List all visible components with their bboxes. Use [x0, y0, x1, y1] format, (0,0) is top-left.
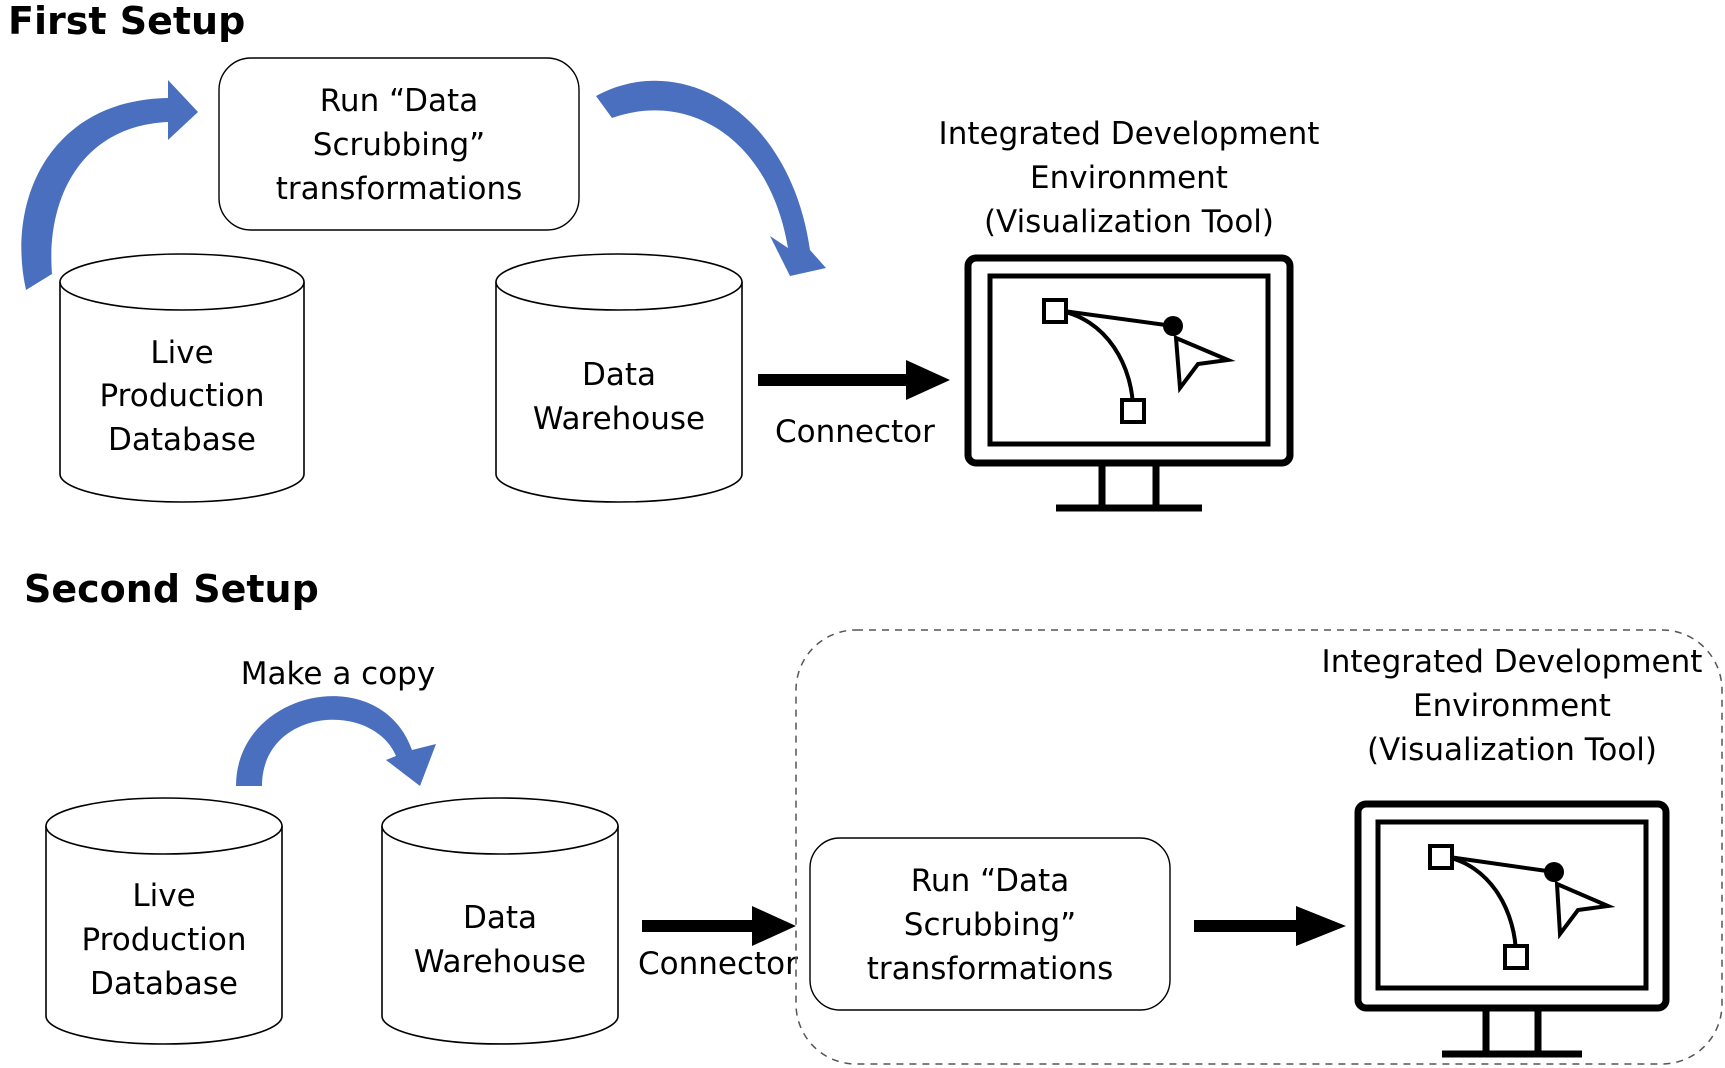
transform-box-line: Scrubbing”	[904, 907, 1076, 943]
source-db-label-line: Production	[100, 378, 265, 414]
first-setup-title: First Setup	[8, 0, 245, 43]
monitor-bezier-icon	[964, 254, 1294, 512]
second-setup-title: Second Setup	[24, 567, 319, 611]
first-setup: First Setup Run “Data Scrubbing” transfo…	[8, 0, 1320, 512]
transform-process-box: Run “Data Scrubbing” transformations	[218, 57, 580, 231]
warehouse-db-label-line: Data	[582, 357, 656, 393]
monitor-bezier-icon	[1354, 800, 1670, 1058]
ide-group-border	[795, 629, 1723, 1065]
ide-label-line: (Visualization Tool)	[1367, 732, 1657, 768]
transform-process-box: Run “Data Scrubbing” transformations	[809, 837, 1171, 1011]
transform-box-line: transformations	[867, 951, 1114, 987]
curved-arrow-icon	[21, 80, 199, 290]
database-cylinder-icon: Live Production Database	[59, 253, 305, 503]
source-db-label-line: Database	[90, 966, 238, 1002]
database-cylinder-icon: Live Production Database	[45, 797, 283, 1045]
source-db-label-line: Live	[132, 878, 195, 914]
transform-box-line: Run “Data	[320, 83, 478, 119]
source-db-label-line: Database	[108, 422, 256, 458]
ide-label-line: Integrated Development	[1322, 644, 1703, 680]
warehouse-db-label-line: Warehouse	[533, 401, 705, 437]
warehouse-db-label-line: Data	[463, 900, 537, 936]
transform-box-line: Scrubbing”	[313, 127, 485, 163]
curved-arrow-icon	[236, 696, 436, 786]
ide-label-line: Integrated Development	[939, 116, 1320, 152]
source-db-label-line: Live	[150, 335, 213, 371]
database-cylinder-icon: Data Warehouse	[381, 797, 619, 1045]
source-db-label-line: Production	[82, 922, 247, 958]
curved-arrow-icon	[596, 80, 826, 276]
connector-label: Connector	[775, 414, 935, 450]
connector-arrow-icon	[758, 360, 950, 400]
transform-box-line: transformations	[276, 171, 523, 207]
ide-label-line: Environment	[1413, 688, 1611, 724]
connector-label: Connector	[638, 946, 798, 982]
connector-arrow-icon	[642, 906, 796, 946]
ide-label-line: Environment	[1030, 160, 1228, 196]
transform-box-line: Run “Data	[911, 863, 1069, 899]
ide-label-line: (Visualization Tool)	[984, 204, 1274, 240]
copy-label: Make a copy	[241, 656, 435, 692]
flow-arrow-icon	[1194, 906, 1346, 946]
database-cylinder-icon: Data Warehouse	[495, 253, 743, 503]
second-setup: Second Setup Make a copy Live Production…	[24, 567, 1723, 1065]
warehouse-db-label-line: Warehouse	[414, 944, 586, 980]
